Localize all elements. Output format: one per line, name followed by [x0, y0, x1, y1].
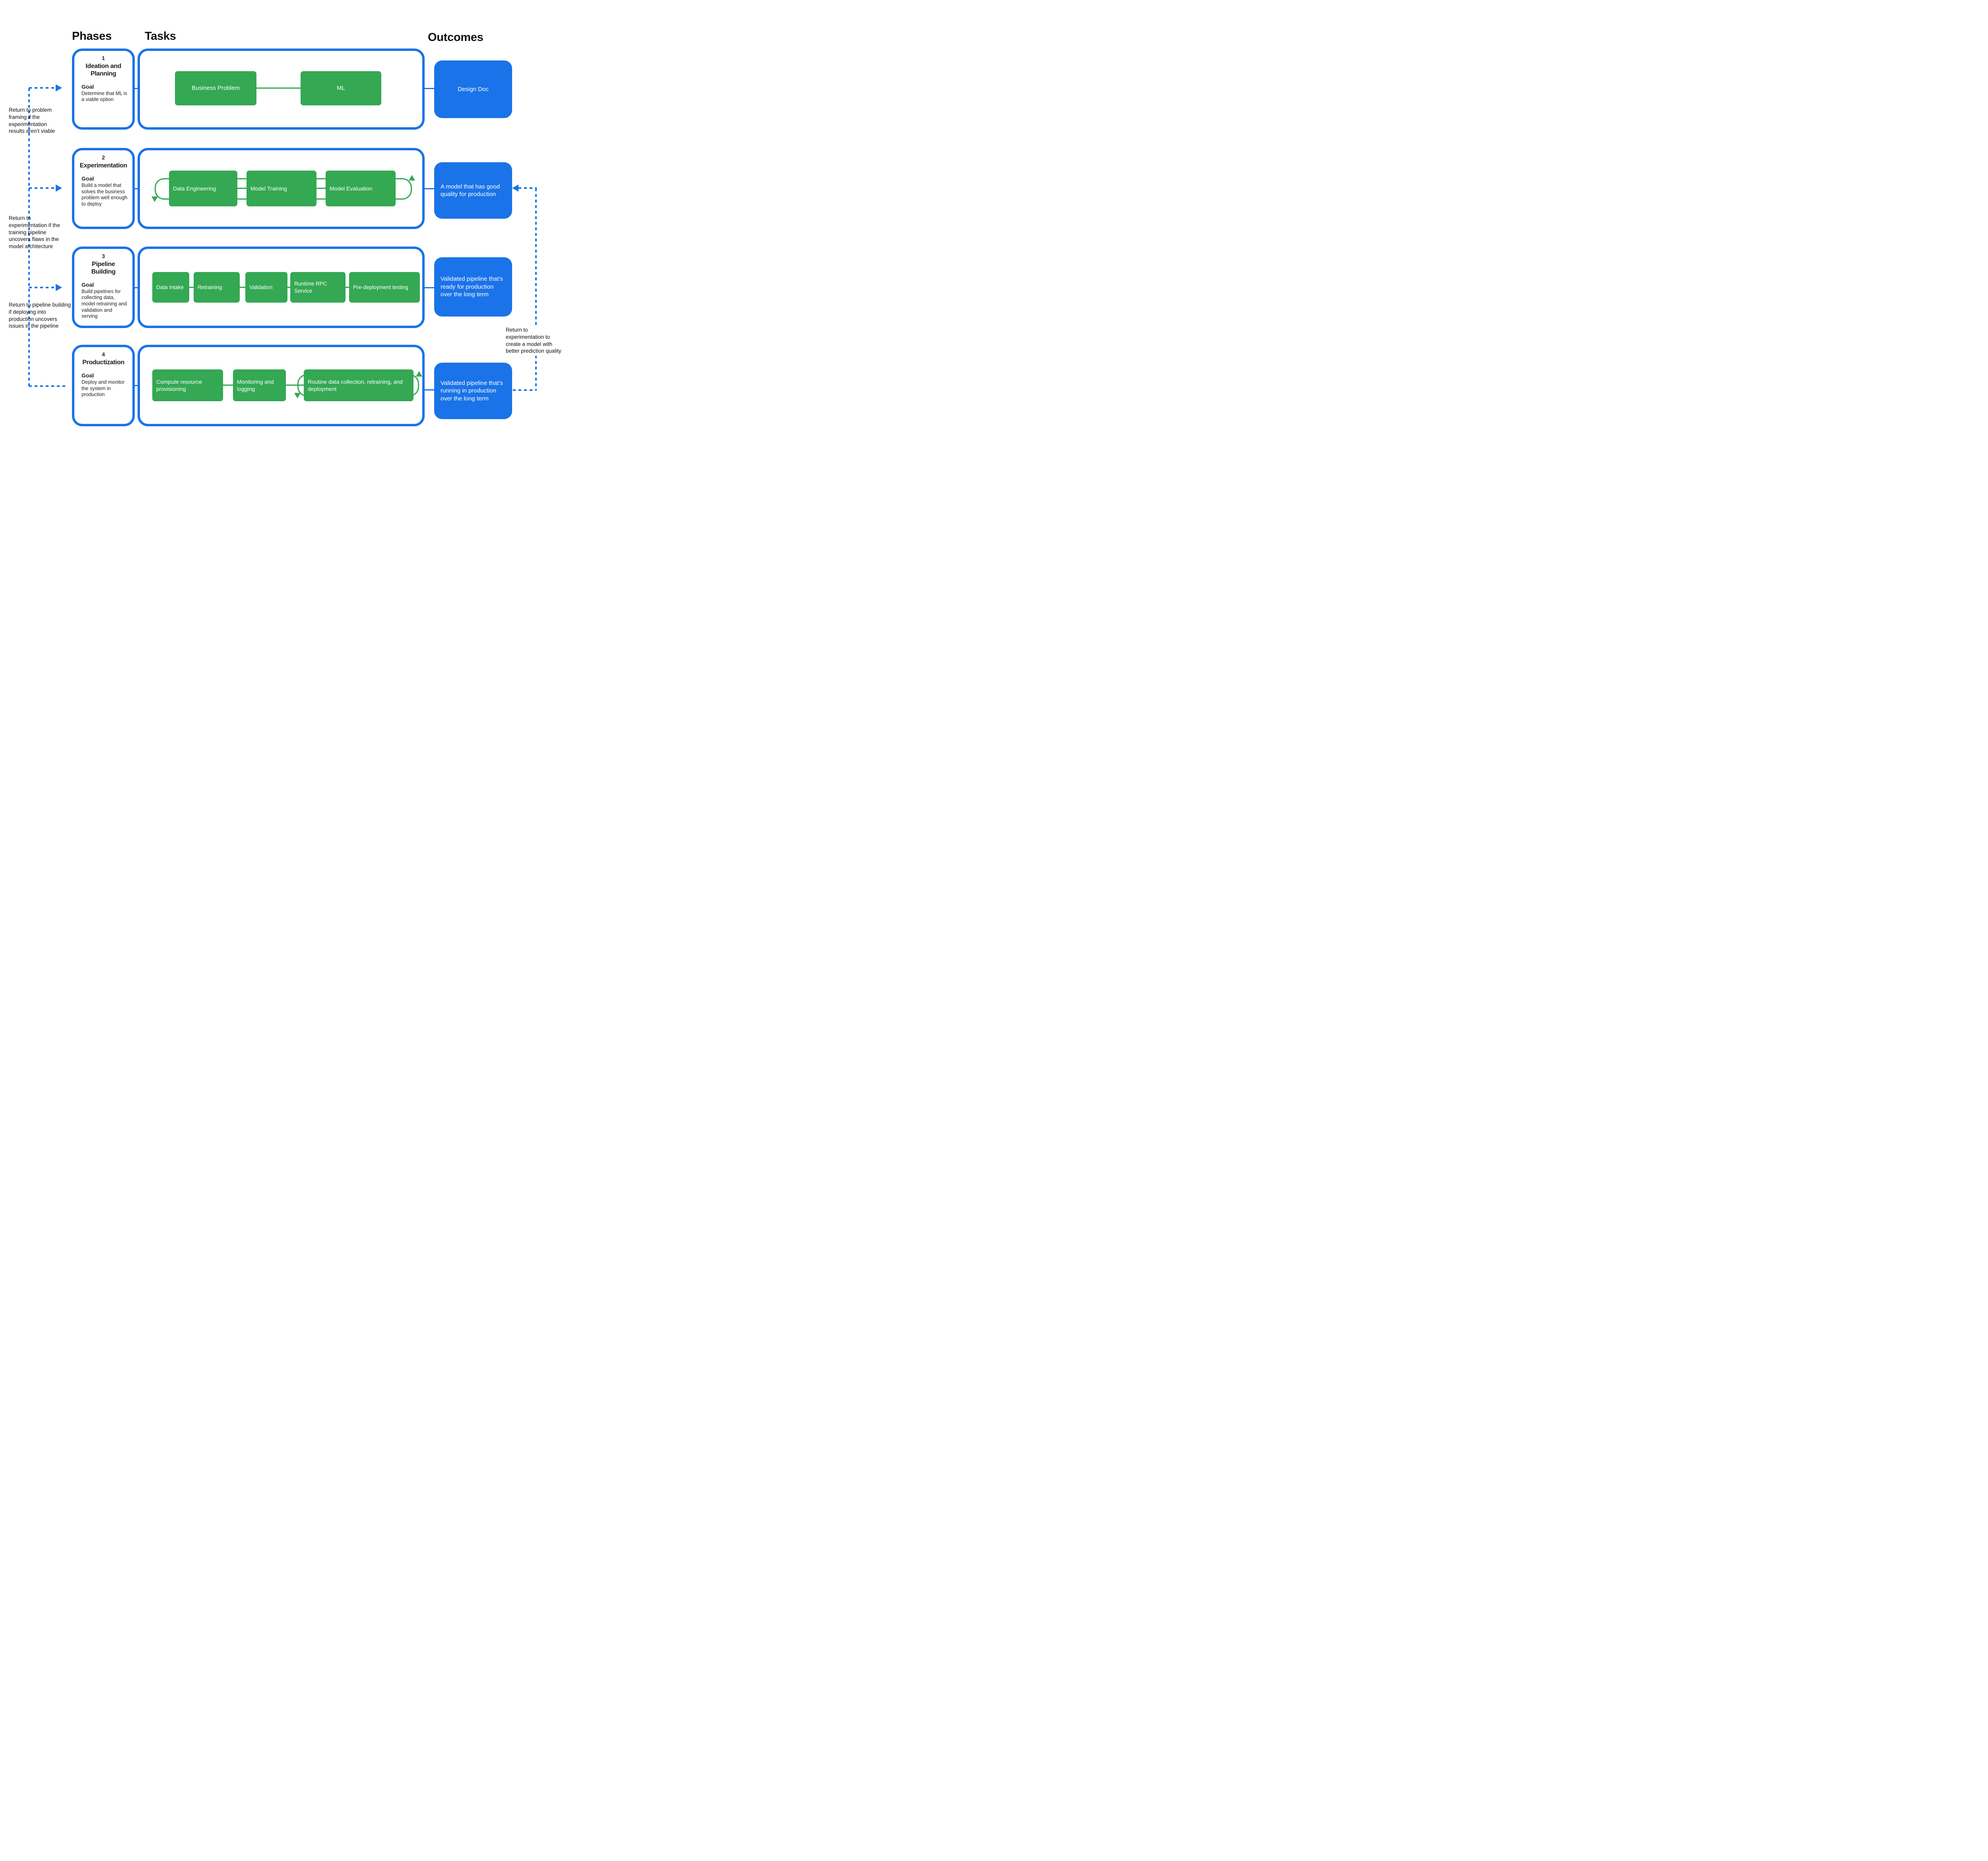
task-runtime-rpc-service: Runtime RPC Service — [290, 272, 346, 303]
outcome-label: Design Doc — [458, 85, 489, 93]
task-label: Retraining — [198, 284, 222, 290]
connector-line — [425, 287, 434, 288]
phase-box-pipeline-building: 3 Pipeline Building Goal Build pipelines… — [69, 245, 135, 330]
task-label: Validation — [249, 284, 273, 290]
task-label: Monitoring and logging — [237, 378, 274, 392]
connector-line — [134, 88, 139, 89]
outcome-good-quality-model: A model that has good quality for produc… — [434, 162, 512, 219]
task-compute-resource-provisioning: Compute resource provisioning — [152, 369, 223, 401]
phase-number: 3 — [102, 253, 105, 259]
task-label: Routine data collection, retraining, and… — [308, 378, 403, 392]
goal-label: Goal — [82, 281, 94, 288]
task-label: Compute resource provisioning — [156, 378, 202, 392]
goal-text: Determine that ML is a viable option — [82, 90, 127, 103]
task-routine-data-collection: Routine data collection, retraining, and… — [304, 369, 414, 401]
return-branch-from-outcome4 — [513, 389, 537, 391]
arrowhead-to-outcome2-icon — [512, 185, 518, 192]
goal-label: Goal — [82, 83, 94, 90]
task-label: Business Problem — [192, 85, 240, 92]
task-pre-deployment-testing: Pre-deployment testing — [349, 272, 420, 303]
connector-line — [346, 287, 349, 288]
phase-number: 2 — [102, 154, 105, 161]
phase-title: Ideation and Planning — [85, 63, 121, 77]
goal-text: Deploy and monitor the system in product… — [82, 379, 125, 398]
arrowhead-to-phase1-icon — [56, 84, 62, 91]
outcome-validated-pipeline-running: Validated pipeline that’s running in pro… — [434, 363, 512, 419]
right-return-rail — [535, 188, 537, 390]
task-label: Data Intake — [156, 284, 184, 290]
column-header-phases: Phases — [72, 30, 112, 43]
annotation-return-problem-framing: Return to problem framing if the experim… — [9, 107, 55, 134]
annotation-return-experimentation: Return to experimentation if the trainin… — [9, 215, 60, 250]
phase-title: Pipeline Building — [91, 261, 116, 275]
column-header-tasks: Tasks — [145, 30, 176, 43]
task-retraining: Retraining — [194, 272, 240, 303]
connector-line — [425, 188, 434, 189]
connector-line — [223, 385, 233, 386]
column-header-outcomes: Outcomes — [428, 31, 483, 44]
task-label: Pre-deployment testing — [353, 284, 408, 290]
connector-line — [237, 188, 247, 189]
left-return-rail — [28, 88, 30, 387]
task-label: Data Engineering — [173, 185, 216, 192]
goal-text: Build a model that solves the business p… — [82, 182, 128, 207]
ml-workflow-diagram: Phases Tasks Outcomes Return to problem … — [0, 0, 564, 465]
return-branch-from-phase4 — [29, 385, 67, 387]
loop-arrowhead-up-icon — [416, 371, 422, 377]
annotation-return-better-prediction: Return to experimentation to create a mo… — [505, 325, 564, 356]
goal-label: Goal — [82, 175, 94, 182]
phase-box-ideation-planning: 1 Ideation and Planning Goal Determine t… — [69, 47, 135, 132]
return-branch-phase1 — [29, 87, 56, 89]
task-label: Runtime RPC Service — [294, 280, 327, 294]
goal-label: Goal — [82, 372, 94, 379]
connector-line — [316, 188, 326, 189]
connector-line — [286, 385, 304, 386]
connector-line — [134, 385, 139, 386]
outcome-design-doc: Design Doc — [434, 60, 512, 118]
connector-line — [256, 87, 301, 89]
task-validation: Validation — [245, 272, 287, 303]
phase-number: 4 — [102, 351, 105, 357]
annotation-return-pipeline-building: Return to pipeline building if deploying… — [9, 302, 71, 329]
phase-box-productization: 4 Productization Goal Deploy and monitor… — [69, 343, 135, 428]
task-model-training: Model Training — [247, 171, 316, 206]
return-branch-phase3 — [29, 287, 56, 288]
loop-arrowhead-down-icon — [151, 196, 158, 202]
phase-box-experimentation: 2 Experimentation Goal Build a model tha… — [69, 146, 135, 231]
task-monitoring-and-logging: Monitoring and logging — [233, 369, 286, 401]
connector-line — [134, 287, 139, 288]
outcome-validated-pipeline-ready: Validated pipeline that’s ready for prod… — [434, 257, 512, 317]
task-data-engineering: Data Engineering — [169, 171, 237, 206]
arrowhead-to-phase2-icon — [56, 185, 62, 192]
task-business-problem: Business Problem — [175, 71, 256, 105]
outcome-label: A model that has good quality for produc… — [441, 183, 500, 198]
task-label: Model Training — [250, 185, 287, 192]
return-branch-phase2 — [29, 187, 56, 189]
task-model-evaluation: Model Evaluation — [326, 171, 396, 206]
goal-text: Build pipelines for collecting data, mod… — [82, 288, 127, 319]
outcome-label: Validated pipeline that’s running in pro… — [441, 379, 503, 402]
return-branch-to-outcome2 — [518, 187, 537, 189]
connector-line — [425, 88, 434, 89]
phase-number: 1 — [102, 55, 105, 61]
connector-line — [189, 287, 194, 288]
arrowhead-to-phase3-icon — [56, 284, 62, 291]
connector-line — [425, 389, 434, 390]
connector-line — [134, 188, 139, 189]
outcome-label: Validated pipeline that’s ready for prod… — [441, 276, 503, 298]
phase-title: Experimentation — [80, 162, 127, 169]
loop-arrowhead-down-icon — [294, 393, 301, 398]
task-label: Model Evaluation — [330, 185, 373, 192]
connector-line — [287, 287, 290, 288]
task-data-intake: Data Intake — [152, 272, 189, 303]
task-label: ML — [337, 85, 345, 92]
phase-title: Productization — [82, 359, 124, 366]
connector-line — [240, 287, 245, 288]
loop-arrowhead-up-icon — [409, 175, 415, 181]
task-ml: ML — [301, 71, 381, 105]
